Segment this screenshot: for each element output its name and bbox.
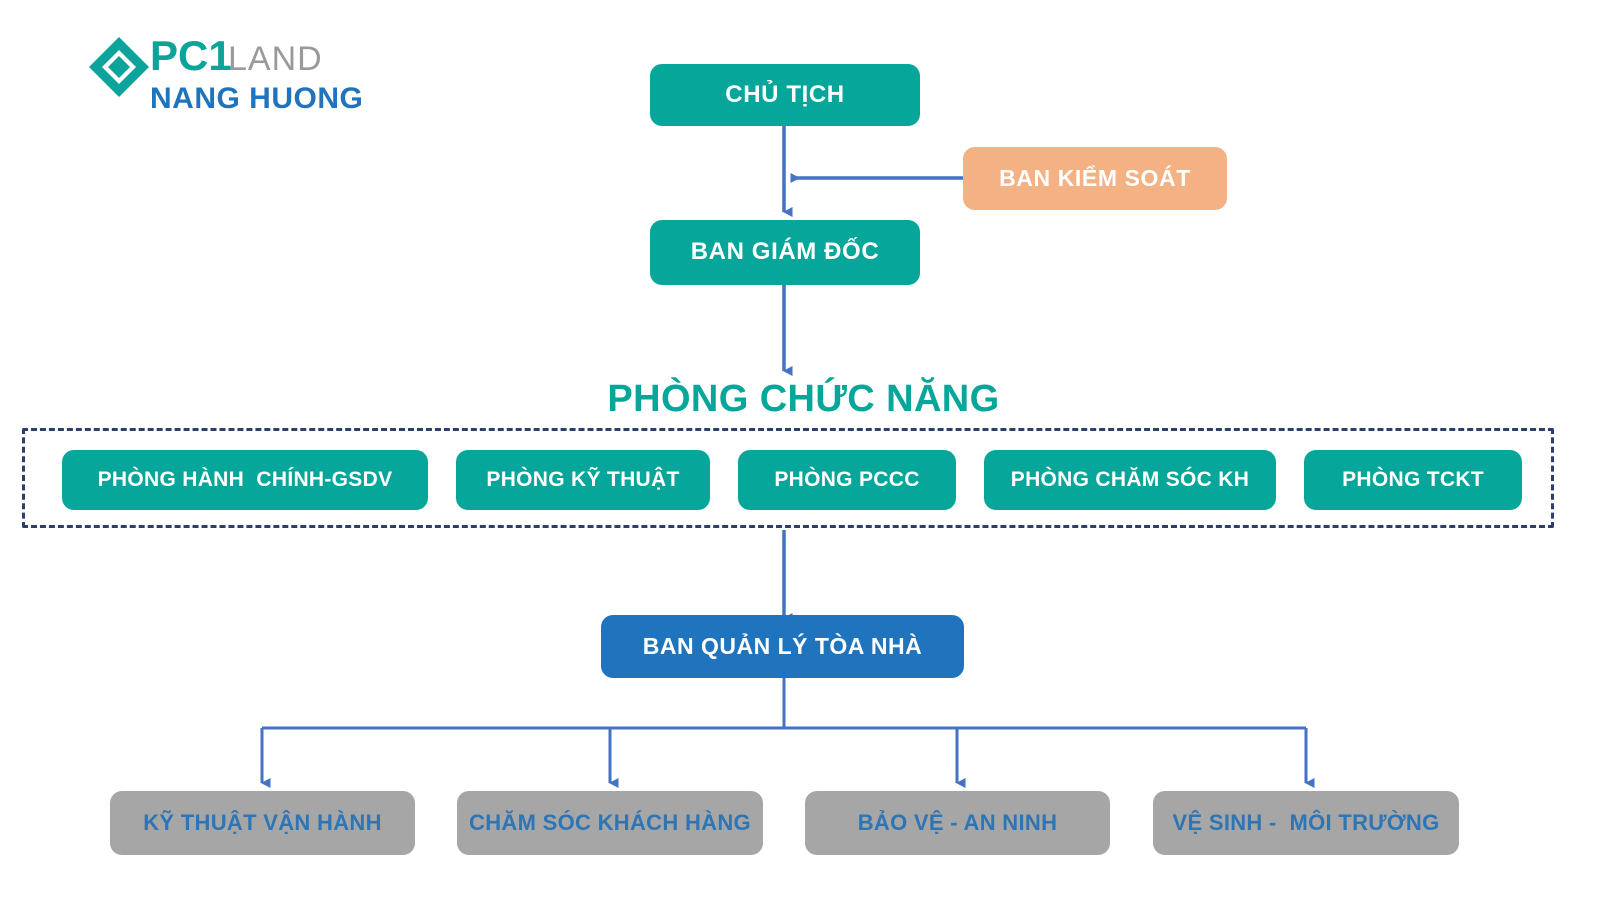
- department-box-tckt[interactable]: PHÒNG TCKT: [1304, 450, 1522, 510]
- team-box-ve-sinh-moi-truong[interactable]: VỆ SINH - MÔI TRƯỜNG: [1153, 791, 1459, 855]
- node-supervisory-board[interactable]: BAN KIỂM SOÁT: [963, 147, 1227, 210]
- node-building-management-board[interactable]: BAN QUẢN LÝ TÒA NHÀ: [601, 615, 964, 678]
- node-board-of-directors[interactable]: BAN GIÁM ĐỐC: [650, 220, 920, 285]
- team-box-bao-ve-an-ninh[interactable]: BẢO VỆ - AN NINH: [805, 791, 1110, 855]
- department-box-pccc[interactable]: PHÒNG PCCC: [738, 450, 956, 510]
- functional-departments-group: [22, 428, 1554, 528]
- diamond-logo-icon: [89, 37, 149, 97]
- company-logo: PC1 LAND NANG HUONG: [88, 32, 363, 124]
- department-box-ky-thuat[interactable]: PHÒNG KỸ THUẬT: [456, 450, 710, 510]
- node-chairman[interactable]: CHỦ TỊCH: [650, 64, 920, 126]
- team-box-ky-thuat-van-hanh[interactable]: KỸ THUẬT VẬN HÀNH: [110, 791, 415, 855]
- department-box-cham-soc-kh[interactable]: PHÒNG CHĂM SÓC KH: [984, 450, 1276, 510]
- logo-subtitle: NANG HUONG: [150, 82, 364, 115]
- svg-text:LAND: LAND: [228, 40, 323, 78]
- team-box-cham-soc-khach-hang[interactable]: CHĂM SÓC KHÁCH HÀNG: [457, 791, 763, 855]
- pc1land-wordmark-icon: PC1 LAND: [150, 34, 323, 79]
- svg-text:PC1: PC1: [150, 34, 232, 79]
- section-title-functional-departments: PHÒNG CHỨC NĂNG: [607, 378, 1000, 420]
- department-box-hanh-chinh-gsdv[interactable]: PHÒNG HÀNH CHÍNH-GSDV: [62, 450, 428, 510]
